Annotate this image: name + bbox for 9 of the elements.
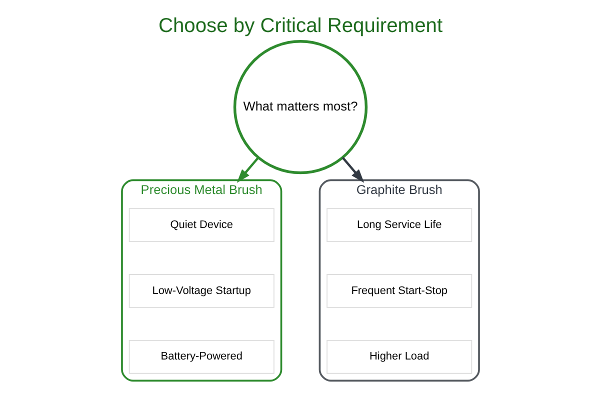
- arrow: [341, 156, 364, 183]
- node-box: Battery-Powered: [128, 340, 274, 374]
- node-box: Long Service Life: [326, 208, 472, 242]
- node-box: Quiet Device: [128, 208, 274, 242]
- arrow: [236, 156, 259, 183]
- node-box: Frequent Start-Stop: [326, 274, 472, 308]
- node-box: Higher Load: [326, 340, 472, 374]
- node-box: Low-Voltage Startup: [128, 274, 274, 308]
- diagram-title: Choose by Critical Requirement: [158, 14, 442, 37]
